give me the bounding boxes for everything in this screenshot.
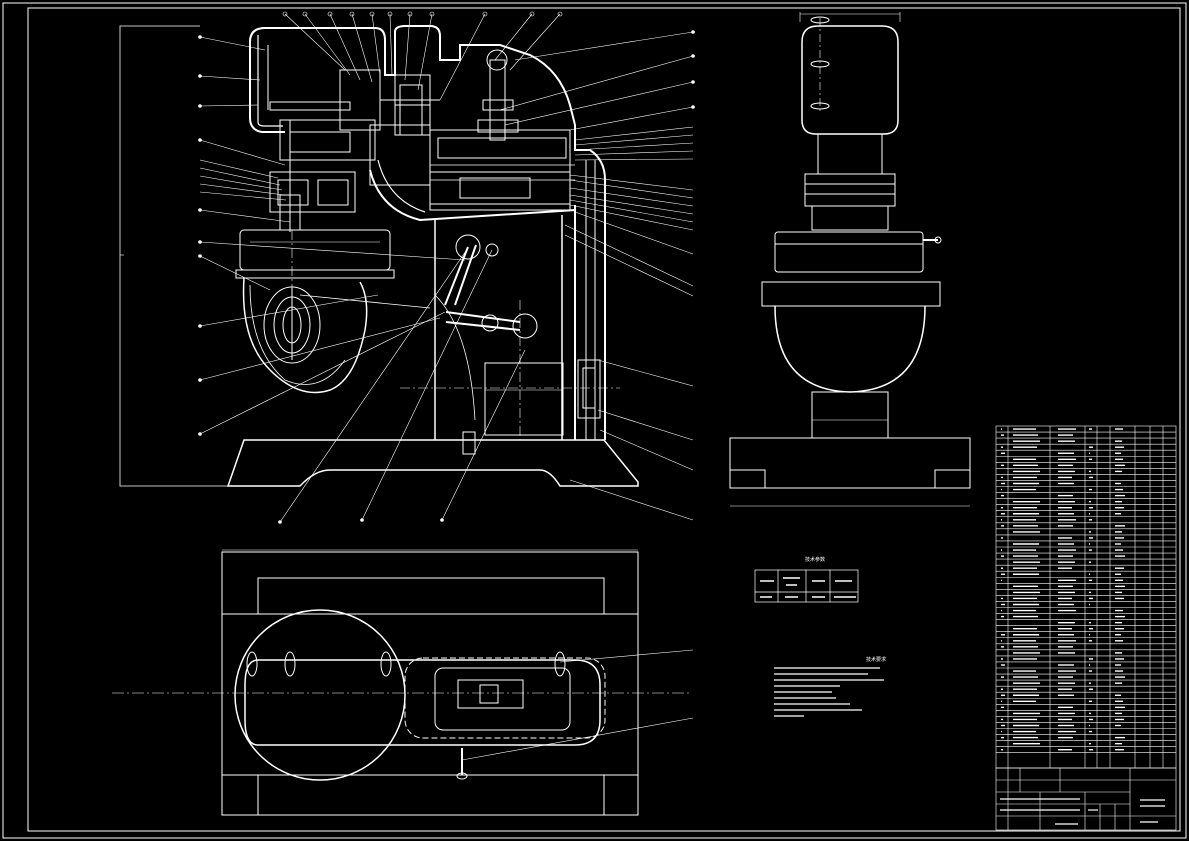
- front-section-view: [119, 25, 639, 487]
- leader-lines-left: [198, 11, 563, 524]
- inner-frame: [27, 7, 1181, 832]
- parts-list-table: [995, 425, 1177, 769]
- plan-view: [112, 549, 690, 816]
- tech-table-title: 技术参数: [805, 557, 826, 563]
- tech-parameter-table: [754, 569, 859, 603]
- title-block: [995, 767, 1177, 831]
- side-view: [729, 12, 971, 507]
- technical-notes: [774, 667, 884, 717]
- notes-title: 技术要求: [866, 657, 887, 663]
